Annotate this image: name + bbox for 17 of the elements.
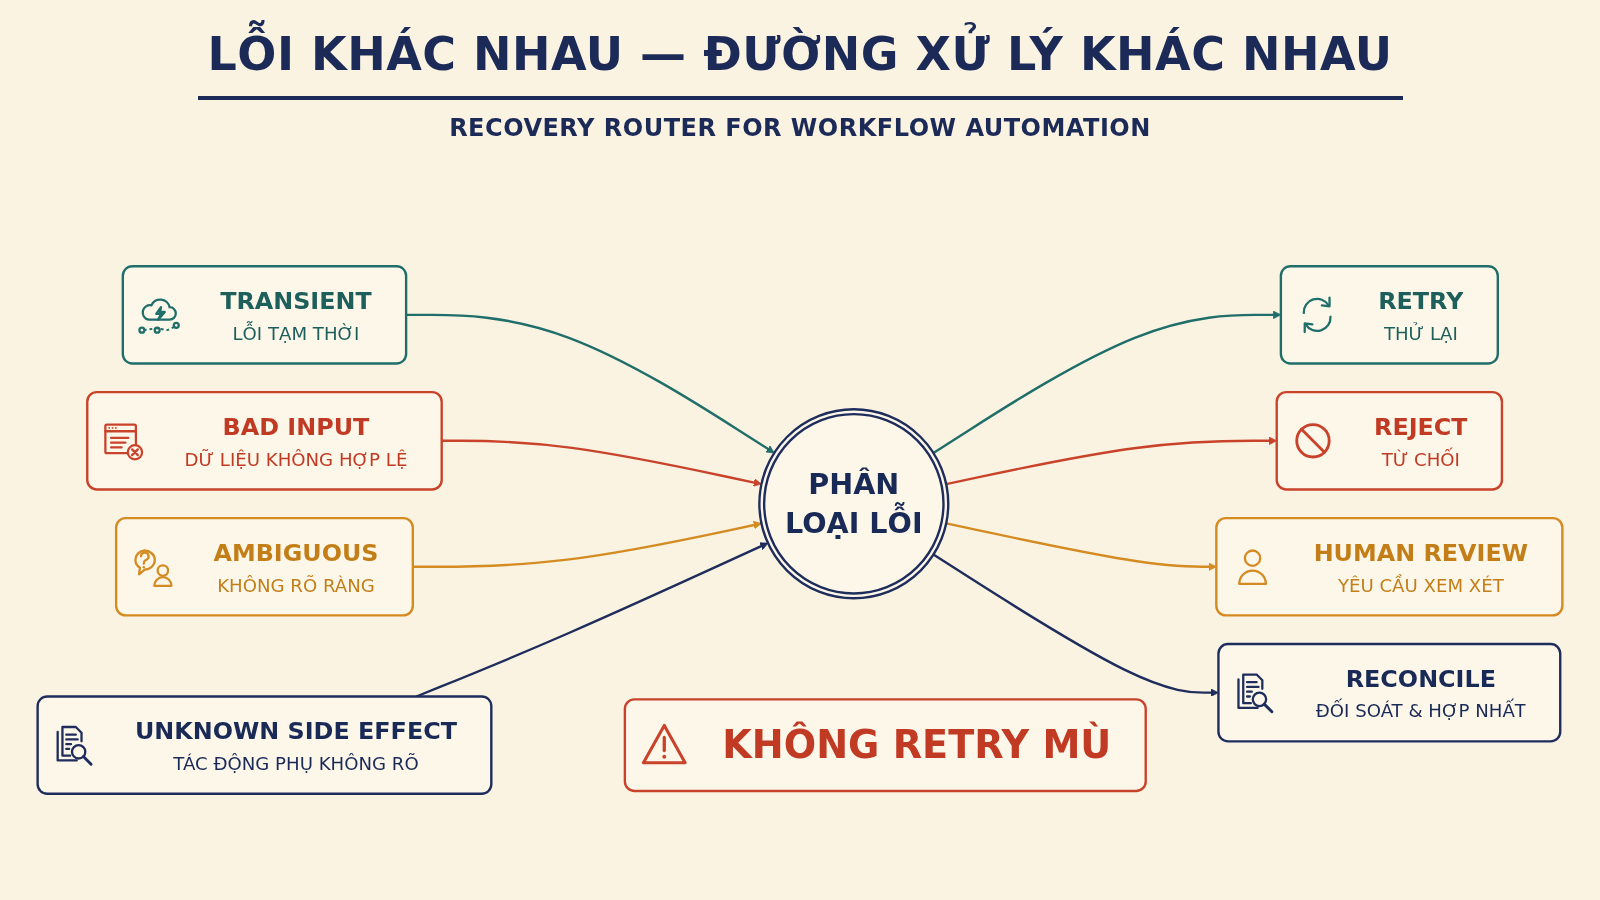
node-box: UNKNOWN SIDE EFFECT TÁC ĐỘNG PHỤ KHÔNG RÕ bbox=[36, 695, 493, 795]
arrow bbox=[945, 522, 1217, 571]
node-circle: PHÂN LOẠI LỖI bbox=[758, 408, 950, 600]
arrow bbox=[412, 520, 762, 568]
node-box: HUMAN REVIEW YÊU CẦU XEM XÉT bbox=[1215, 516, 1564, 617]
node-box: RETRY THỬ LẠI bbox=[1279, 265, 1499, 365]
node-box: BAD INPUT DỮ LIỆU KHÔNG HỢP LỆ bbox=[86, 390, 443, 491]
node-box: AMBIGUOUS KHÔNG RÕ RÀNG bbox=[114, 516, 414, 617]
title: LỖI KHÁC NHAU — ĐƯỜNG XỬ LÝ KHÁC NHAU bbox=[197, 16, 1403, 101]
arrow bbox=[932, 553, 1219, 697]
subtitle: RECOVERY ROUTER FOR WORKFLOW AUTOMATION bbox=[449, 113, 1151, 145]
arrow bbox=[406, 313, 775, 454]
arrow bbox=[441, 439, 762, 487]
node-box: REJECT TỪ CHỐI bbox=[1275, 390, 1504, 491]
node-box: RECONCILE ĐỐI SOÁT & HỢP NHẤT bbox=[1217, 642, 1562, 743]
node-box: TRANSIENT LỖI TẠM THỜI bbox=[121, 265, 408, 365]
node-box: KHÔNG RETRY MÙ bbox=[623, 698, 1147, 793]
